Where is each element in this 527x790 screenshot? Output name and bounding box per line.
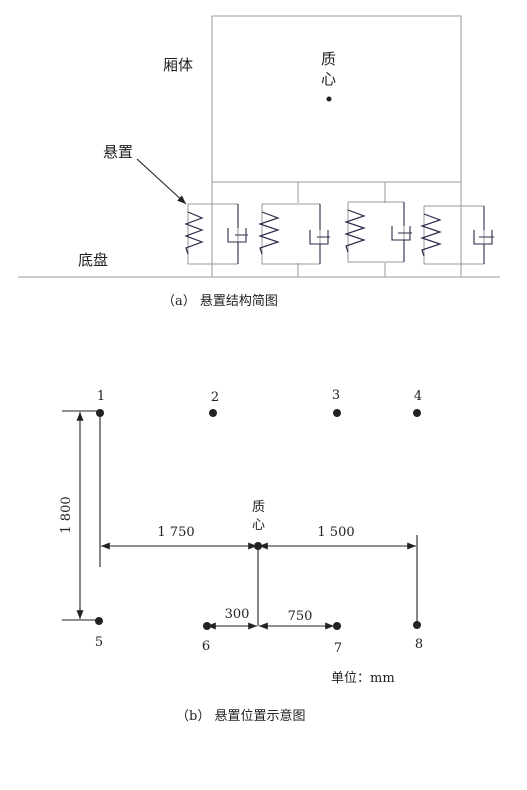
mount-point-8 [413,621,421,629]
unit-label: 单位：mm [331,671,395,686]
caption-a: （a） 悬置结构简图 [162,293,278,309]
dim-750-text: 750 [288,609,313,624]
dim-height-text: 1 800 [59,496,74,533]
mount-point-label-4: 4 [414,389,422,404]
body-box [211,15,462,183]
mount-point-label-3: 3 [332,388,340,403]
mount-leader-line [136,158,187,205]
dim-right-text: 1 500 [317,525,354,540]
mount-unit-4 [420,205,494,265]
chassis-label: 底盘 [78,251,108,269]
mount-point-7 [333,622,341,630]
mount-point-label-7: 7 [334,641,342,656]
structure-sketch: 厢体 质 心 悬置 底盘 （a） 悬置结构简图 [18,15,500,309]
cg-label-line1: 质 [321,50,336,68]
mount-point-label-8: 8 [415,637,423,652]
cg-label-b-line2: 心 [252,518,265,533]
mount-point-label-2: 2 [211,390,219,405]
mount-label: 悬置 [103,143,133,161]
mount-point-1 [96,409,104,417]
caption-b: （b） 悬置位置示意图 [176,708,305,724]
mount-point-label-5: 5 [95,635,103,650]
mount-point-label-1: 1 [97,389,105,404]
mount-unit-2 [258,203,330,265]
cg-label-line2: 心 [321,70,336,88]
mount-unit-3 [344,201,412,263]
mount-point-3 [333,409,341,417]
cg-point [326,96,332,102]
cg-label-b-line1: 质 [252,500,265,515]
cg-point-b [254,542,262,550]
position-sketch: 1 800 1 750 1 500 300 750 质 心 1 2 3 4 5 … [59,388,423,724]
mount-point-5 [95,617,103,625]
dim-300-text: 300 [225,607,250,622]
dim-left-text: 1 750 [157,525,194,540]
mount-unit-1 [184,203,248,265]
mount-point-2 [209,409,217,417]
body-label: 厢体 [163,56,193,74]
mount-point-label-6: 6 [202,639,210,654]
mount-point-6 [203,622,211,630]
mount-point-4 [413,409,421,417]
